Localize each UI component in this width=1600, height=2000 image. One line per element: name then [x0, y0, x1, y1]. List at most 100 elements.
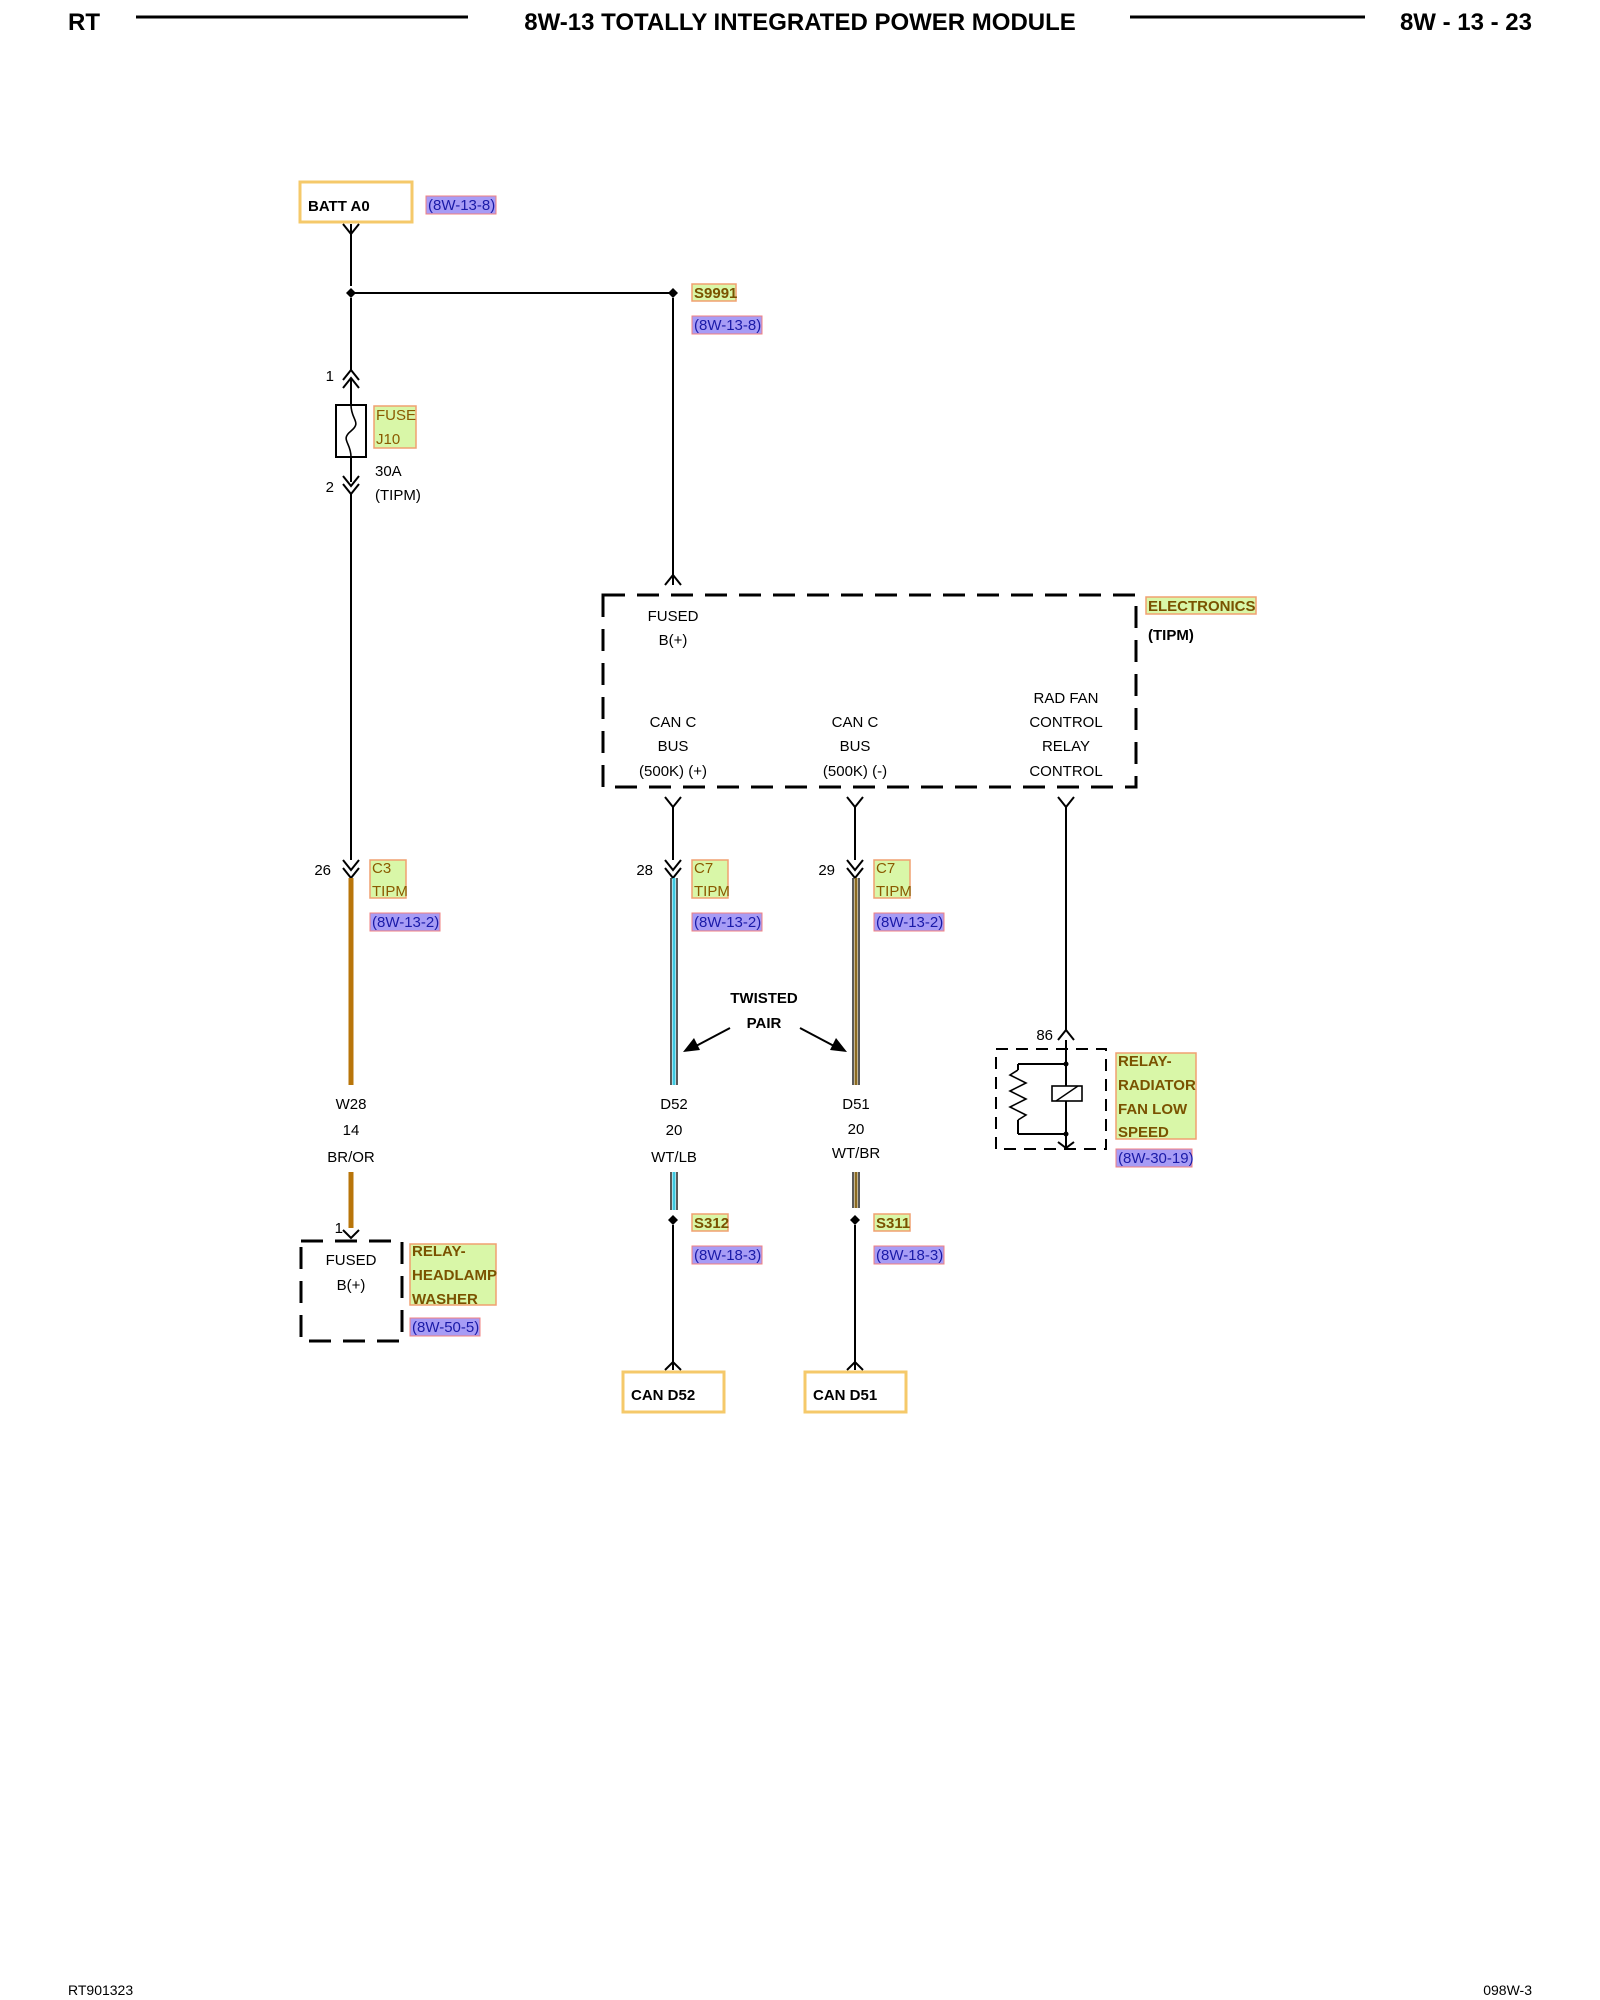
relay-washer-ref-bg: [409, 1317, 481, 1337]
fuse-label-line1: FUSE: [376, 407, 416, 424]
relay-fan-ref-text: (8W-30-19): [1118, 1150, 1194, 1167]
fuse-label-line2: J10: [376, 431, 400, 448]
relay-washer-ref-text: (8W-50-5): [412, 1319, 479, 1336]
twisted-pair-arrow-left-shaft: [695, 1027, 731, 1047]
relay-radiator-fan-symbol[interactable]: [995, 1040, 1107, 1150]
wire-label-w28: W28 14 BR/OR: [327, 1096, 375, 1166]
c3-label-bg: [369, 859, 407, 899]
twisted-pair-line1: TWISTED: [730, 990, 798, 1007]
c3-ref[interactable]: (8W-13-2): [369, 912, 441, 932]
c7-29-chevron-a: [846, 859, 864, 872]
relay-fan-label-3: FAN LOW: [1118, 1101, 1188, 1118]
relay-fan-node-top: [1063, 1061, 1069, 1067]
module-radfan-line3: RELAY: [1042, 738, 1090, 755]
w28-color: BR/OR: [327, 1149, 375, 1166]
can-d52-chevron: [664, 1360, 682, 1371]
relay-headlamp-washer-module[interactable]: FUSED B(+): [299, 1239, 404, 1343]
module-outline: [601, 593, 1138, 789]
can-d51-destination[interactable]: CAN D51: [803, 1370, 908, 1414]
fuse-j10-symbol[interactable]: [335, 404, 367, 458]
module-sub: (TIPM): [1148, 627, 1194, 644]
page-header: RT 8W-13 TOTALLY INTEGRATED POWER MODULE…: [68, 9, 1532, 36]
fuse-j10-label[interactable]: FUSE J10: [373, 405, 417, 449]
relay-fan-coil-slash: [1055, 1085, 1079, 1102]
relay-86-chevron: [1057, 1028, 1075, 1041]
relay-washer-pin-chevron: [342, 1229, 360, 1240]
relay-washer-label-bg: [409, 1243, 497, 1306]
c7-29-name: C7: [876, 860, 895, 877]
relay-washer-fused-line1: FUSED: [326, 1252, 377, 1269]
module-canpos-line3: (500K) (+): [639, 763, 707, 780]
wire-d52-wt-lb[interactable]: [670, 878, 678, 1210]
splice-s311-ref[interactable]: (8W-18-3): [873, 1245, 945, 1265]
batt-a0-box: [298, 180, 414, 224]
c3-connector-label[interactable]: C3 TIPM: [369, 859, 408, 900]
c7-28-ref[interactable]: (8W-13-2): [691, 912, 763, 932]
batt-a0-ref[interactable]: (8W-13-8): [425, 195, 497, 215]
can-d51-label: CAN D51: [813, 1387, 877, 1404]
splice-s312-ref[interactable]: (8W-18-3): [691, 1245, 763, 1265]
relay-fan-resistor: [1008, 1069, 1028, 1121]
s312-ref-text: (8W-18-3): [694, 1247, 761, 1264]
c7-29-loc: TIPM: [876, 883, 912, 900]
batt-a0-source[interactable]: BATT A0: [298, 180, 414, 224]
can-d52-destination[interactable]: CAN D52: [621, 1370, 726, 1414]
module-canpos-out-chevron: [664, 796, 682, 809]
module-name-label[interactable]: ELECTRONICS: [1145, 596, 1257, 615]
s311-id: S311: [876, 1215, 910, 1232]
fuse-pin1-chevron-a: [342, 368, 360, 381]
fuse-element: [345, 404, 357, 458]
s311-bg: [873, 1213, 911, 1232]
c7-29-label-bg: [873, 859, 911, 899]
relay-radiator-fan-label[interactable]: RELAY- RADIATOR FAN LOW SPEED: [1115, 1052, 1197, 1141]
header-left: RT: [68, 9, 100, 36]
relay-washer-label-1: RELAY-: [412, 1243, 466, 1260]
w28-gauge: 14: [343, 1122, 360, 1139]
c3-chevron-a: [342, 859, 360, 872]
wire-d51-wt-br[interactable]: [852, 878, 860, 1208]
splice-s312-label[interactable]: S312: [691, 1213, 729, 1232]
relay-fan-label-1: RELAY-: [1118, 1053, 1172, 1070]
splice-s9991-ref[interactable]: (8W-13-8): [691, 315, 763, 335]
splice-s9991-label[interactable]: S9991: [691, 283, 737, 302]
module-name-bg: [1145, 596, 1257, 615]
module-canneg-line3: (500K) (-): [823, 763, 887, 780]
module-canpos-line1: CAN C: [650, 714, 697, 731]
d51-gauge: 20: [848, 1121, 865, 1138]
c7-28-name: C7: [694, 860, 713, 877]
s312-id: S312: [694, 1215, 729, 1232]
relay-washer-pin: 1: [335, 1220, 343, 1237]
twisted-pair-arrow-left-head: [683, 1038, 700, 1052]
c7-28-chevron-a: [664, 859, 682, 872]
relay-headlamp-washer-ref[interactable]: (8W-50-5): [409, 1317, 481, 1337]
relay-headlamp-washer-label[interactable]: RELAY- HEADLAMP WASHER: [409, 1243, 497, 1308]
s311-ref-bg: [873, 1245, 945, 1265]
c7-28-connector-label[interactable]: C7 TIPM: [691, 859, 730, 900]
can-d51-chevron: [846, 1360, 864, 1371]
d52-gauge: 20: [666, 1122, 683, 1139]
module-canneg-line2: BUS: [840, 738, 871, 755]
relay-fan-ref-bg: [1115, 1148, 1193, 1168]
splice-node-s312: [668, 1215, 678, 1225]
module-radfan-line4: CONTROL: [1029, 763, 1102, 780]
c7-28-ref-bg: [691, 912, 763, 932]
relay-radiator-fan-ref[interactable]: (8W-30-19): [1115, 1148, 1194, 1168]
twisted-pair-arrow-right-head: [830, 1038, 847, 1052]
d51-circuit: D51: [842, 1096, 870, 1113]
module-radfan-line2: CONTROL: [1029, 714, 1102, 731]
w28-circuit: W28: [336, 1096, 367, 1113]
module-radfan-out-chevron: [1057, 796, 1075, 809]
module-fused-chevron: [664, 573, 682, 586]
c7-29-connector-label[interactable]: C7 TIPM: [873, 859, 912, 900]
c7-29-ref[interactable]: (8W-13-2): [873, 912, 945, 932]
module-radfan-line1: RAD FAN: [1033, 690, 1098, 707]
relay-fan-label-2: RADIATOR: [1118, 1077, 1196, 1094]
wire-label-d51: D51 20 WT/BR: [832, 1096, 880, 1162]
tipm-electronics-module[interactable]: FUSED B(+) CAN C BUS (500K) (+) CAN C BU…: [601, 593, 1138, 789]
fuse-pin2-chevron-a: [342, 475, 360, 488]
fuse-label-bg: [373, 405, 417, 449]
splice-s311-label[interactable]: S311: [873, 1213, 911, 1232]
relay-fan-node-bottom: [1063, 1131, 1069, 1137]
relay-fan-pin: 86: [1036, 1027, 1053, 1044]
header-page-number: 8W - 13 - 23: [1400, 9, 1532, 36]
